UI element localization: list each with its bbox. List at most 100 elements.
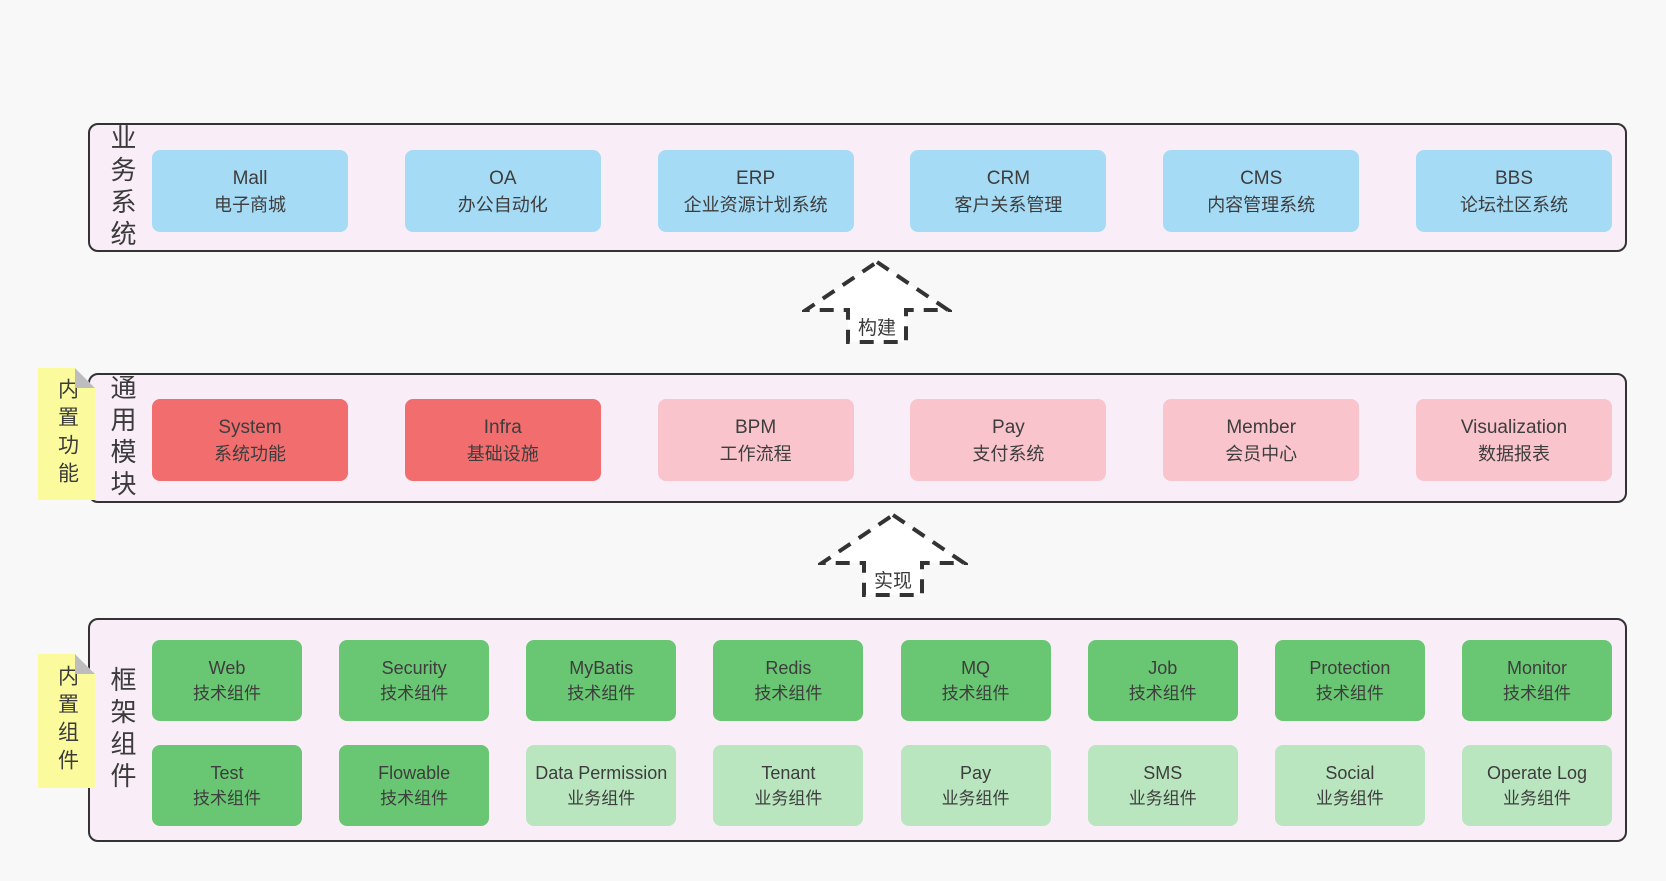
- band-business-systems: 业务系统 Mall 电子商城 OA 办公自动化 ERP 企业资源计划系统 CRM…: [88, 123, 1627, 252]
- box-title: Tenant: [761, 762, 816, 783]
- box-title: Redis: [765, 657, 812, 678]
- box-infra: Infra 基础设施: [404, 399, 601, 481]
- box-redis: Redis 技术组件: [713, 640, 864, 721]
- box-subtitle: 论坛社区系统: [1459, 194, 1568, 215]
- band-modules-boxes: System 系统功能 Infra 基础设施 BPM 工作流程 Pay 支付系统…: [152, 399, 1612, 481]
- band-framework-components: 框架组件 Web 技术组件 Security 技术组件 MyBatis 技术组件…: [88, 618, 1627, 842]
- dashed-up-arrow-icon: [818, 512, 968, 597]
- box-subtitle: 业务组件: [1128, 788, 1197, 808]
- box-subtitle: 技术组件: [1315, 683, 1384, 703]
- box-title: ERP: [736, 167, 776, 189]
- box-subtitle: 技术组件: [380, 683, 449, 703]
- box-title: CRM: [986, 167, 1031, 189]
- arrow-implement-label: 实现: [870, 566, 916, 593]
- box-subtitle: 业务组件: [1502, 788, 1571, 808]
- box-subtitle: 数据报表: [1477, 443, 1550, 464]
- box-title: Member: [1226, 416, 1297, 438]
- box-title: Mall: [232, 167, 268, 189]
- box-crm: CRM 客户关系管理: [910, 150, 1107, 232]
- box-title: Pay: [960, 762, 992, 783]
- box-mall: Mall 电子商城: [152, 150, 348, 232]
- sticky-note-built-in-components: 内置组件: [38, 654, 95, 788]
- band-label-common-modules: 通用模块: [107, 374, 137, 502]
- box-title: Test: [210, 762, 244, 783]
- box-subtitle: 业务组件: [567, 788, 636, 808]
- box-subtitle: 技术组件: [193, 683, 261, 703]
- box-mybatis: MyBatis 技术组件: [526, 640, 677, 721]
- box-monitor: Monitor 技术组件: [1461, 640, 1612, 721]
- box-title: Pay: [992, 416, 1025, 438]
- band-common-modules: 通用模块 System 系统功能 Infra 基础设施 BPM 工作流程 Pay…: [88, 373, 1627, 503]
- box-subtitle: 客户关系管理: [954, 194, 1063, 215]
- box-subtitle: 业务组件: [754, 788, 823, 808]
- box-bpm: BPM 工作流程: [657, 399, 854, 481]
- box-test: Test 技术组件: [152, 745, 302, 826]
- box-protection: Protection 技术组件: [1274, 640, 1425, 721]
- box-title: Operate Log: [1486, 762, 1588, 783]
- box-subtitle: 技术组件: [1128, 683, 1197, 703]
- band-label-framework-components: 框架组件: [107, 666, 137, 794]
- box-title: Flowable: [378, 762, 451, 783]
- box-title: Monitor: [1506, 657, 1567, 678]
- box-system: System 系统功能: [152, 399, 348, 481]
- box-oa: OA 办公自动化: [404, 150, 601, 232]
- box-subtitle: 技术组件: [567, 683, 636, 703]
- box-subtitle: 业务组件: [1315, 788, 1384, 808]
- box-social: Social 业务组件: [1274, 745, 1425, 826]
- framework-row-2: Test 技术组件 Flowable 技术组件 Data Permission …: [152, 745, 1612, 826]
- box-title: BBS: [1494, 167, 1533, 189]
- box-title: Protection: [1309, 657, 1391, 678]
- box-subtitle: 办公自动化: [457, 194, 548, 215]
- box-title: CMS: [1240, 167, 1283, 189]
- band-business-boxes: Mall 电子商城 OA 办公自动化 ERP 企业资源计划系统 CRM 客户关系…: [152, 150, 1612, 232]
- arrow-build: 构建: [802, 258, 952, 346]
- box-title: SMS: [1143, 762, 1183, 783]
- box-subtitle: 电子商城: [214, 194, 286, 215]
- box-title: BPM: [735, 416, 777, 438]
- box-subtitle: 技术组件: [380, 788, 449, 808]
- box-pay-module: Pay 支付系统: [910, 399, 1107, 481]
- box-bbs: BBS 论坛社区系统: [1415, 150, 1612, 232]
- box-subtitle: 基础设施: [466, 443, 539, 464]
- sticky-note-built-in-features: 内置功能: [38, 368, 95, 500]
- box-cms: CMS 内容管理系统: [1163, 150, 1360, 232]
- note-label: 内置组件: [55, 665, 79, 777]
- note-label: 内置功能: [55, 378, 79, 490]
- box-title: OA: [489, 167, 517, 189]
- box-title: Social: [1325, 762, 1375, 783]
- box-subtitle: 企业资源计划系统: [683, 194, 828, 215]
- box-subtitle: 业务组件: [941, 788, 1010, 808]
- box-subtitle: 技术组件: [754, 683, 823, 703]
- dashed-up-arrow-icon: [802, 259, 952, 344]
- box-title: Visualization: [1460, 416, 1568, 438]
- box-title: Data Permission: [535, 762, 668, 783]
- box-title: Web: [208, 657, 246, 678]
- box-subtitle: 支付系统: [972, 443, 1045, 464]
- arrow-build-label: 构建: [854, 313, 900, 340]
- box-job: Job 技术组件: [1087, 640, 1238, 721]
- box-subtitle: 技术组件: [1502, 683, 1571, 703]
- box-title: Infra: [483, 416, 522, 438]
- box-title: MyBatis: [569, 657, 634, 678]
- box-flowable: Flowable 技术组件: [339, 745, 490, 826]
- box-web: Web 技术组件: [152, 640, 302, 721]
- framework-row-1: Web 技术组件 Security 技术组件 MyBatis 技术组件 Redi…: [152, 640, 1612, 721]
- box-member: Member 会员中心: [1163, 399, 1360, 481]
- box-operate-log: Operate Log 业务组件: [1461, 745, 1612, 826]
- box-erp: ERP 企业资源计划系统: [657, 150, 854, 232]
- box-subtitle: 工作流程: [719, 443, 792, 464]
- box-title: System: [218, 416, 282, 438]
- box-title: Security: [381, 657, 447, 678]
- box-subtitle: 会员中心: [1225, 443, 1298, 464]
- box-tenant: Tenant 业务组件: [713, 745, 864, 826]
- box-data-permission: Data Permission 业务组件: [526, 745, 677, 826]
- box-title: Job: [1148, 657, 1178, 678]
- box-security: Security 技术组件: [339, 640, 490, 721]
- box-subtitle: 内容管理系统: [1207, 194, 1316, 215]
- box-title: MQ: [961, 657, 991, 678]
- box-sms: SMS 业务组件: [1087, 745, 1238, 826]
- box-pay-component: Pay 业务组件: [900, 745, 1051, 826]
- band-label-business-systems: 业务系统: [107, 123, 137, 252]
- box-subtitle: 技术组件: [193, 788, 261, 808]
